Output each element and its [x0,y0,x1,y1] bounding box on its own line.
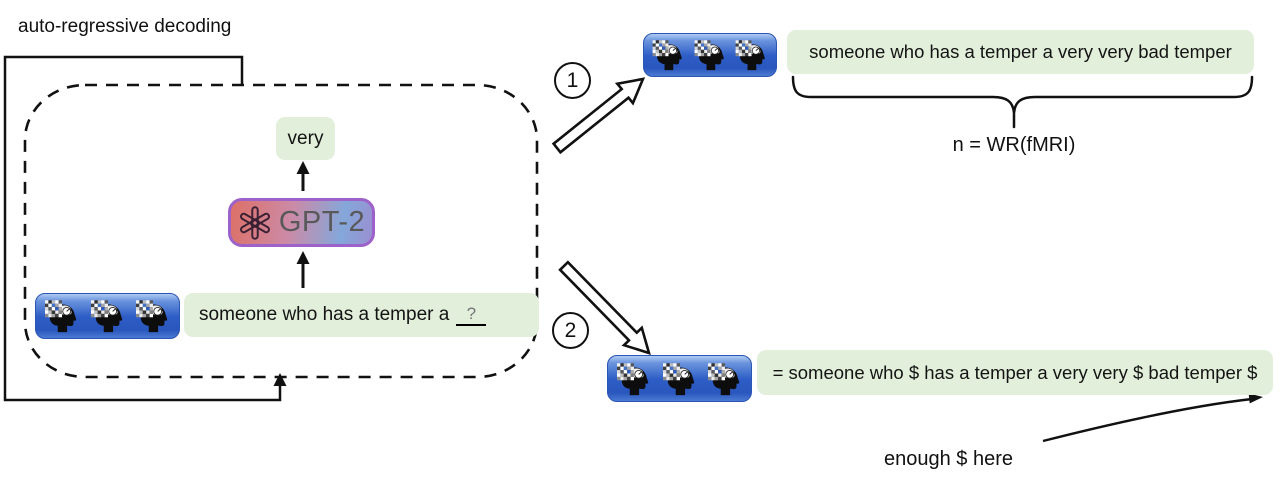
auto-regressive-decoding-label: auto-regressive decoding [18,16,232,37]
branch2-block-arrow [558,260,651,355]
fmri-brain-icon [43,299,81,333]
blank-underline: ? [456,304,487,326]
predicted-token-box: very [276,117,335,160]
fmri-brain-icon [134,299,172,333]
step2-number: 2 [564,318,577,342]
branch2-output-text: = someone who $ has a temper a very very… [772,361,1258,383]
enough-dollar-label: enough $ here [884,448,1014,470]
decoder-input-text: someone who has a temper a [199,304,450,325]
gpt2-label: GPT-2 [278,206,366,238]
input-to-model-arrowhead [296,251,310,264]
fmri-input-box-branch1 [643,33,777,77]
step2-badge: 2 [552,312,589,349]
enough-dollar-arrow [1042,397,1253,443]
branch2-output-box: = someone who $ has a temper a very very… [757,350,1273,395]
branch1-output-text: someone who has a temper a very very bad… [809,41,1232,62]
decoder-loop-dashed-border [23,83,539,379]
fmri-brain-icon [693,39,728,71]
model-to-token-arrowhead [296,161,310,174]
wr-brace [791,75,1254,129]
gpt2-model-box: GPT-2 [228,198,375,247]
fmri-input-box-branch2 [607,355,752,402]
fmri-brain-icon [661,362,699,396]
fmri-brain-icon [615,362,653,396]
openai-logo-icon [239,205,270,240]
feedback-loop-arrowhead [273,373,287,386]
fmri-input-box-loop [35,293,180,339]
fmri-brain-icon [651,39,686,71]
branch1-output-box: someone who has a temper a very very bad… [787,30,1254,74]
branch1-block-arrow [551,77,646,155]
question-mark: ? [466,304,477,323]
word-rate-label: n = WR(fMRI) [952,134,1076,156]
enough-dollar-arrowhead [1248,393,1263,404]
predicted-token-text: very [287,127,324,149]
feedback-loop-line [3,55,282,402]
fmri-brain-icon [706,362,744,396]
decoder-input-text-box: someone who has a temper a ? [184,293,539,337]
fmri-brain-icon [89,299,127,333]
step1-badge: 1 [554,62,591,99]
fmri-brain-icon [734,39,769,71]
step1-number: 1 [566,68,579,92]
